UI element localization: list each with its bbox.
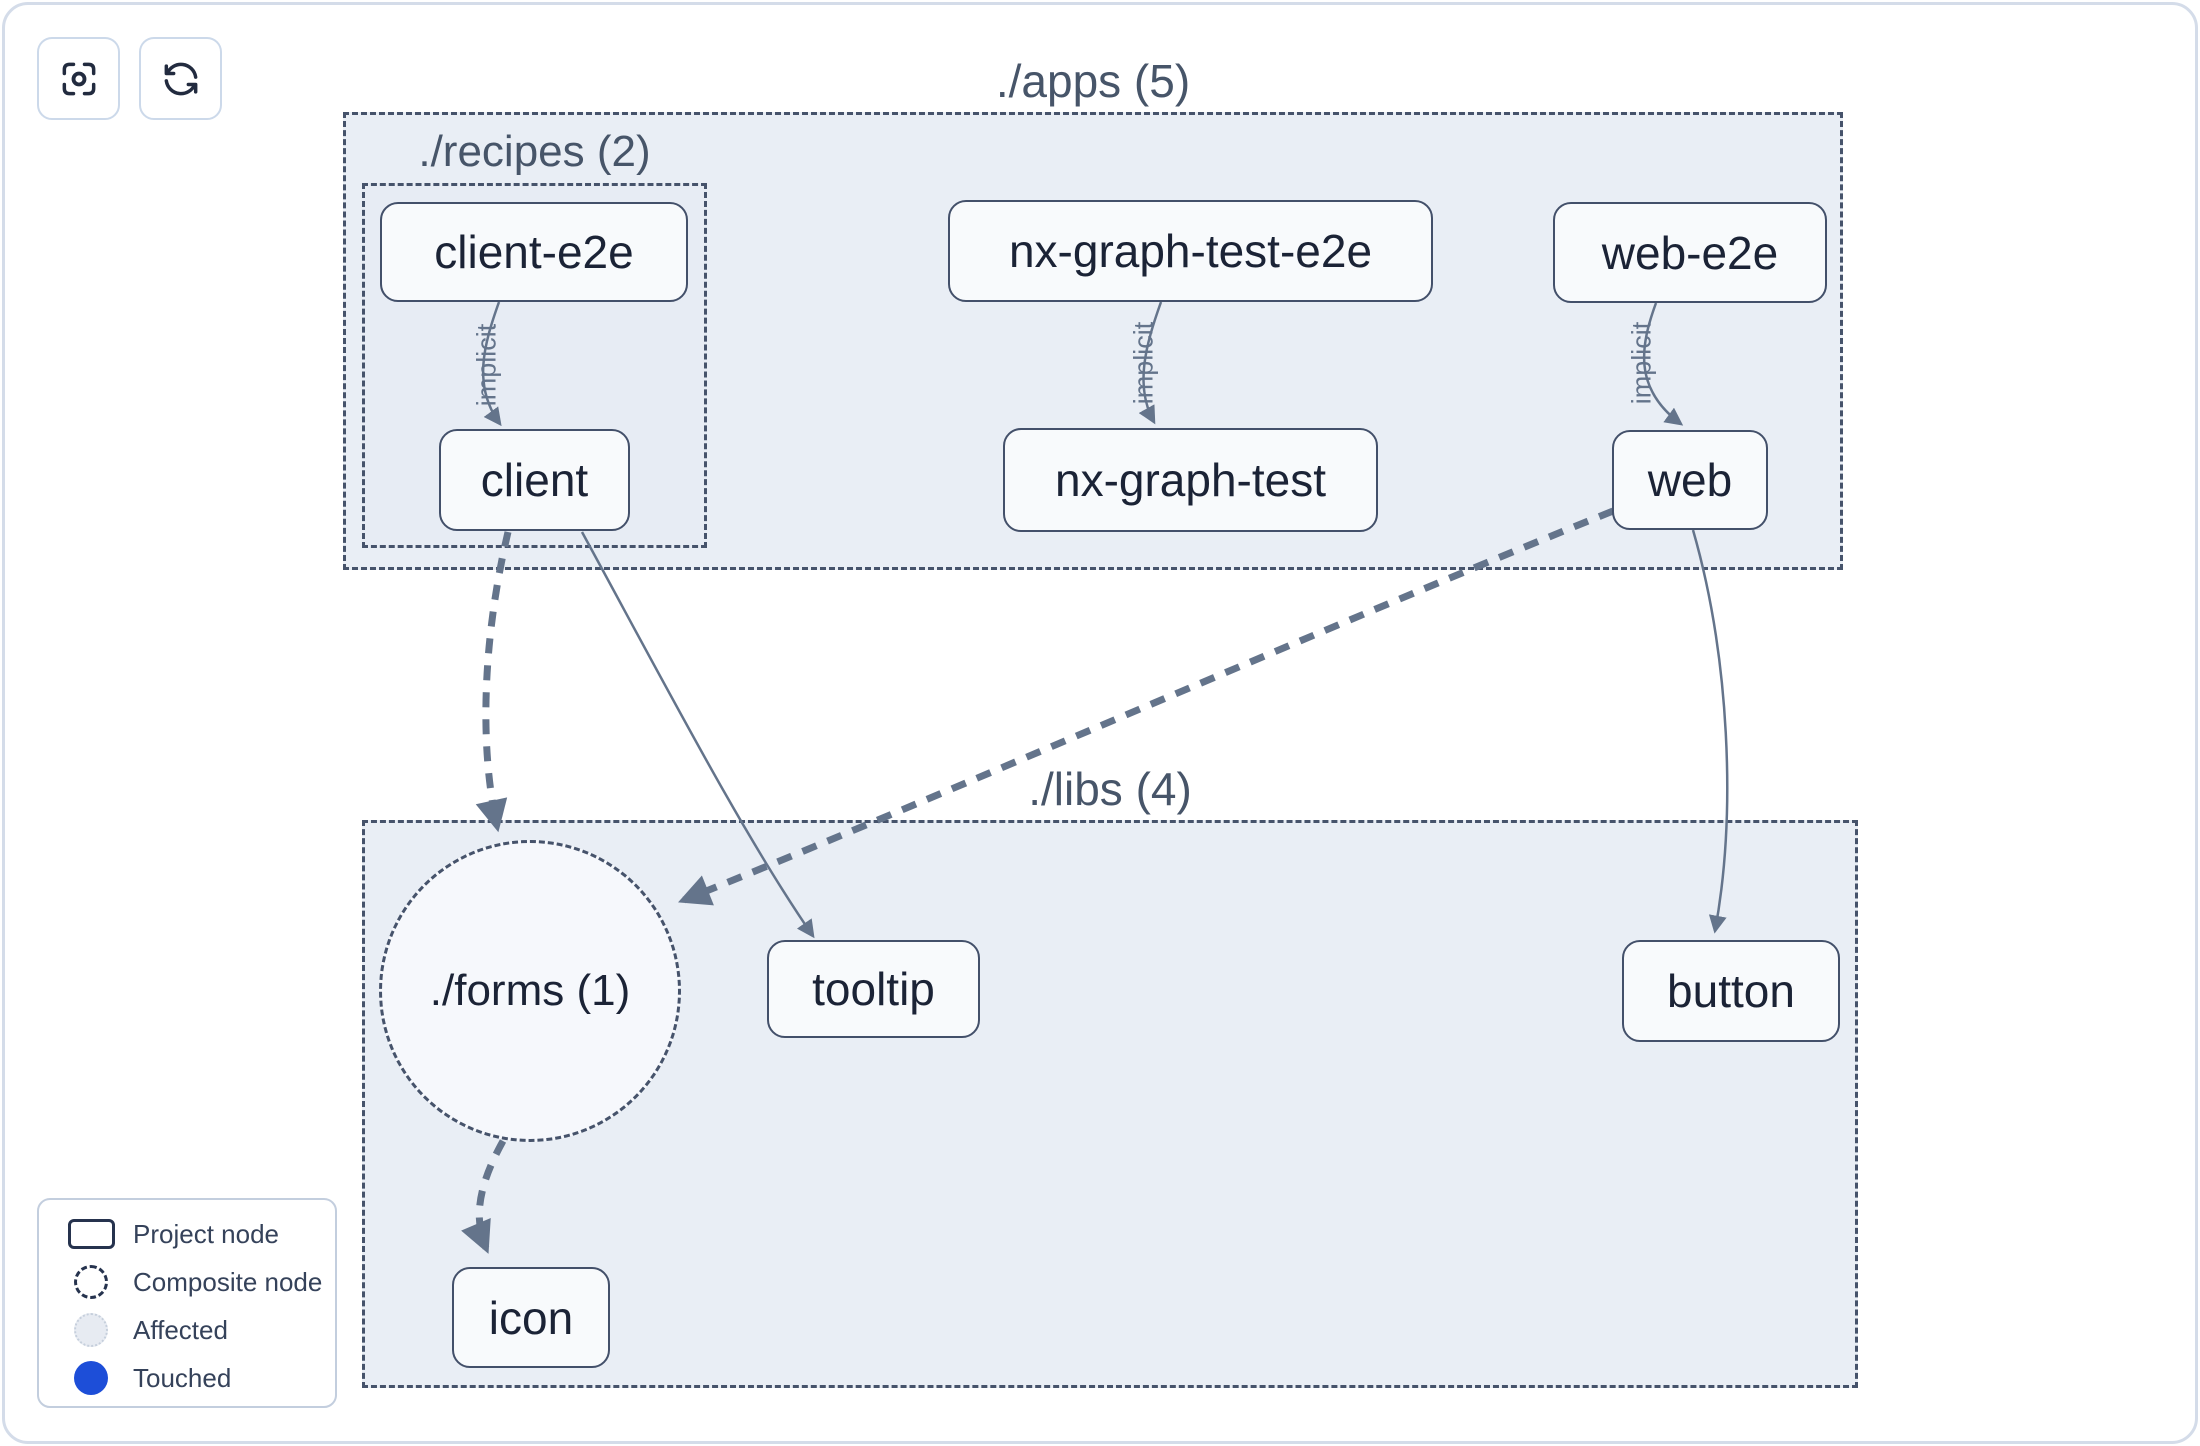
legend: Project node Composite node Affected Tou… <box>37 1198 337 1408</box>
container-libs-title: ./libs (4) <box>1028 763 1192 815</box>
edge-client-to-tooltip[interactable] <box>580 531 815 939</box>
project-node-swatch <box>67 1219 115 1249</box>
node-web[interactable]: web <box>1612 430 1768 530</box>
legend-label: Composite node <box>133 1266 323 1297</box>
edge-label-implicit-nx-graph-test: implicit <box>1128 321 1159 405</box>
composite-node-swatch <box>74 1265 108 1299</box>
edge-forms-to-icon[interactable] <box>461 1139 507 1254</box>
node-tooltip[interactable]: tooltip <box>767 940 980 1038</box>
node-client-e2e[interactable]: client-e2e <box>380 202 688 302</box>
edge-web-to-button[interactable] <box>1691 529 1729 934</box>
composite-node-forms[interactable]: ./forms (1) <box>379 840 681 1142</box>
edge-web-e2e-to-web[interactable] <box>1642 302 1684 426</box>
legend-label: Touched <box>133 1362 232 1393</box>
legend-item-composite-node: Composite node <box>39 1258 335 1306</box>
refresh-icon <box>164 62 197 95</box>
node-nx-graph-test-e2e[interactable]: nx-graph-test-e2e <box>948 200 1433 302</box>
focus-target-icon <box>62 62 95 95</box>
affected-swatch <box>74 1313 108 1347</box>
node-button[interactable]: button <box>1622 940 1840 1042</box>
node-client[interactable]: client <box>439 429 630 531</box>
edge-client-e2e-to-client[interactable] <box>481 301 502 427</box>
touched-swatch <box>74 1361 108 1395</box>
center-graph-button[interactable] <box>37 37 120 120</box>
node-nx-graph-test[interactable]: nx-graph-test <box>1003 428 1378 532</box>
legend-label: Affected <box>133 1314 228 1345</box>
legend-item-touched: Touched <box>39 1354 335 1402</box>
refresh-graph-button[interactable] <box>139 37 222 120</box>
edge-label-implicit-web: implicit <box>1626 321 1657 405</box>
edge-nx-graph-test-e2e-to-nx-graph-test[interactable] <box>1138 301 1163 425</box>
edge-label-implicit-client: implicit <box>471 323 502 407</box>
node-web-e2e[interactable]: web-e2e <box>1553 202 1827 303</box>
edge-web-to-forms[interactable] <box>678 507 1615 906</box>
container-recipes-title: ./recipes (2) <box>418 127 651 176</box>
legend-label: Project node <box>133 1218 279 1249</box>
node-icon[interactable]: icon <box>452 1267 610 1368</box>
edge-client-to-forms[interactable] <box>475 531 512 833</box>
container-apps-title: ./apps (5) <box>995 55 1191 107</box>
legend-item-affected: Affected <box>39 1306 335 1354</box>
legend-item-project-node: Project node <box>39 1210 335 1258</box>
